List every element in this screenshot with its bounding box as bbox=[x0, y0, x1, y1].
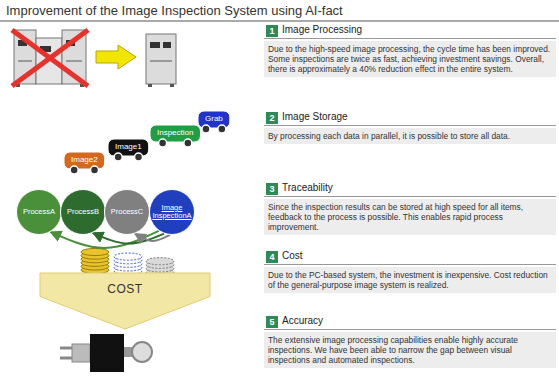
coin-stacks bbox=[81, 248, 174, 275]
feedback-arrow bbox=[51, 231, 159, 248]
car-wheel bbox=[70, 166, 78, 174]
section-heading: Cost bbox=[264, 250, 556, 265]
feature-section: Image Storage By processing each data in … bbox=[264, 111, 556, 144]
car-body bbox=[198, 111, 230, 128]
car-wheel bbox=[135, 153, 143, 161]
section-heading: Accuracy bbox=[264, 315, 556, 330]
node-label: ProcessA bbox=[19, 208, 59, 216]
node-label: ProcessC bbox=[107, 208, 147, 216]
arrow-shape bbox=[40, 273, 210, 329]
section-body: Due to the PC-based system, the investme… bbox=[264, 267, 556, 293]
node-label: Image2 bbox=[71, 155, 98, 164]
section-heading: Image Storage bbox=[264, 111, 556, 126]
car-wheel bbox=[202, 125, 210, 133]
circle-shape bbox=[150, 190, 195, 235]
coin bbox=[114, 253, 142, 260]
car-body bbox=[108, 139, 149, 156]
inspection-circle: Image InspectionA bbox=[149, 189, 195, 235]
car-wheel bbox=[184, 139, 192, 147]
plug-icon bbox=[60, 334, 152, 372]
title-rule bbox=[0, 21, 559, 22]
feature-section: CostDue to the PC-based system, the inve… bbox=[264, 250, 556, 293]
car-wheel bbox=[159, 139, 167, 147]
callout-number: 4 bbox=[266, 251, 278, 263]
section-heading: Traceability bbox=[264, 182, 556, 197]
circle-shape bbox=[61, 190, 106, 235]
circle-shape bbox=[105, 190, 150, 235]
feature-section: AccuracyThe extensive image processing c… bbox=[264, 315, 556, 368]
feature-section: TraceabilitySince the inspection results… bbox=[264, 182, 556, 235]
node-label: Grab bbox=[205, 114, 223, 123]
inspection-car: Inspection bbox=[150, 125, 200, 147]
page-title: Improvement of the Image Inspection Syst… bbox=[6, 3, 343, 18]
process-circle: ProcessA bbox=[16, 189, 62, 235]
node-label: Image InspectionA bbox=[152, 204, 192, 221]
feature-section: Image ProcessingDue to the high-speed im… bbox=[264, 24, 556, 77]
circle-shape bbox=[17, 190, 62, 235]
cross-mark bbox=[12, 30, 88, 86]
new-machine bbox=[146, 34, 176, 87]
section-body: The extensive image processing capabilit… bbox=[264, 332, 556, 368]
section-heading: Image Processing bbox=[264, 24, 556, 39]
process-circle: ProcessB bbox=[60, 189, 106, 235]
section-body: Due to the high-speed image processing, … bbox=[264, 41, 556, 77]
node-label: Inspection bbox=[157, 128, 193, 137]
process-circle: ProcessC bbox=[104, 189, 150, 235]
callout-number: 5 bbox=[266, 316, 278, 328]
section-body: By processing each data in parallel, it … bbox=[264, 128, 556, 144]
callout-number: 2 bbox=[266, 112, 278, 124]
coin bbox=[81, 248, 109, 255]
callout-number: 3 bbox=[266, 183, 278, 195]
section-body: Since the inspection results can be stor… bbox=[264, 199, 556, 235]
callout-number: 1 bbox=[266, 25, 278, 37]
feedback-arrow bbox=[135, 234, 170, 241]
coin bbox=[146, 258, 174, 265]
grab-car: Grab bbox=[198, 111, 230, 133]
node-label: Image1 bbox=[115, 142, 142, 151]
car-wheel bbox=[91, 166, 99, 174]
car-wheel bbox=[114, 153, 122, 161]
cost-label: COST bbox=[40, 282, 210, 296]
car-body bbox=[64, 152, 105, 169]
image-car: Image1 bbox=[108, 139, 149, 161]
node-label: ProcessB bbox=[63, 208, 103, 216]
car-body bbox=[150, 125, 200, 142]
car-wheel bbox=[218, 125, 226, 133]
change-arrow bbox=[96, 45, 136, 69]
arrow-outline bbox=[40, 273, 210, 329]
cost-arrow: COST bbox=[40, 273, 210, 329]
image-car: Image2 bbox=[64, 152, 105, 174]
